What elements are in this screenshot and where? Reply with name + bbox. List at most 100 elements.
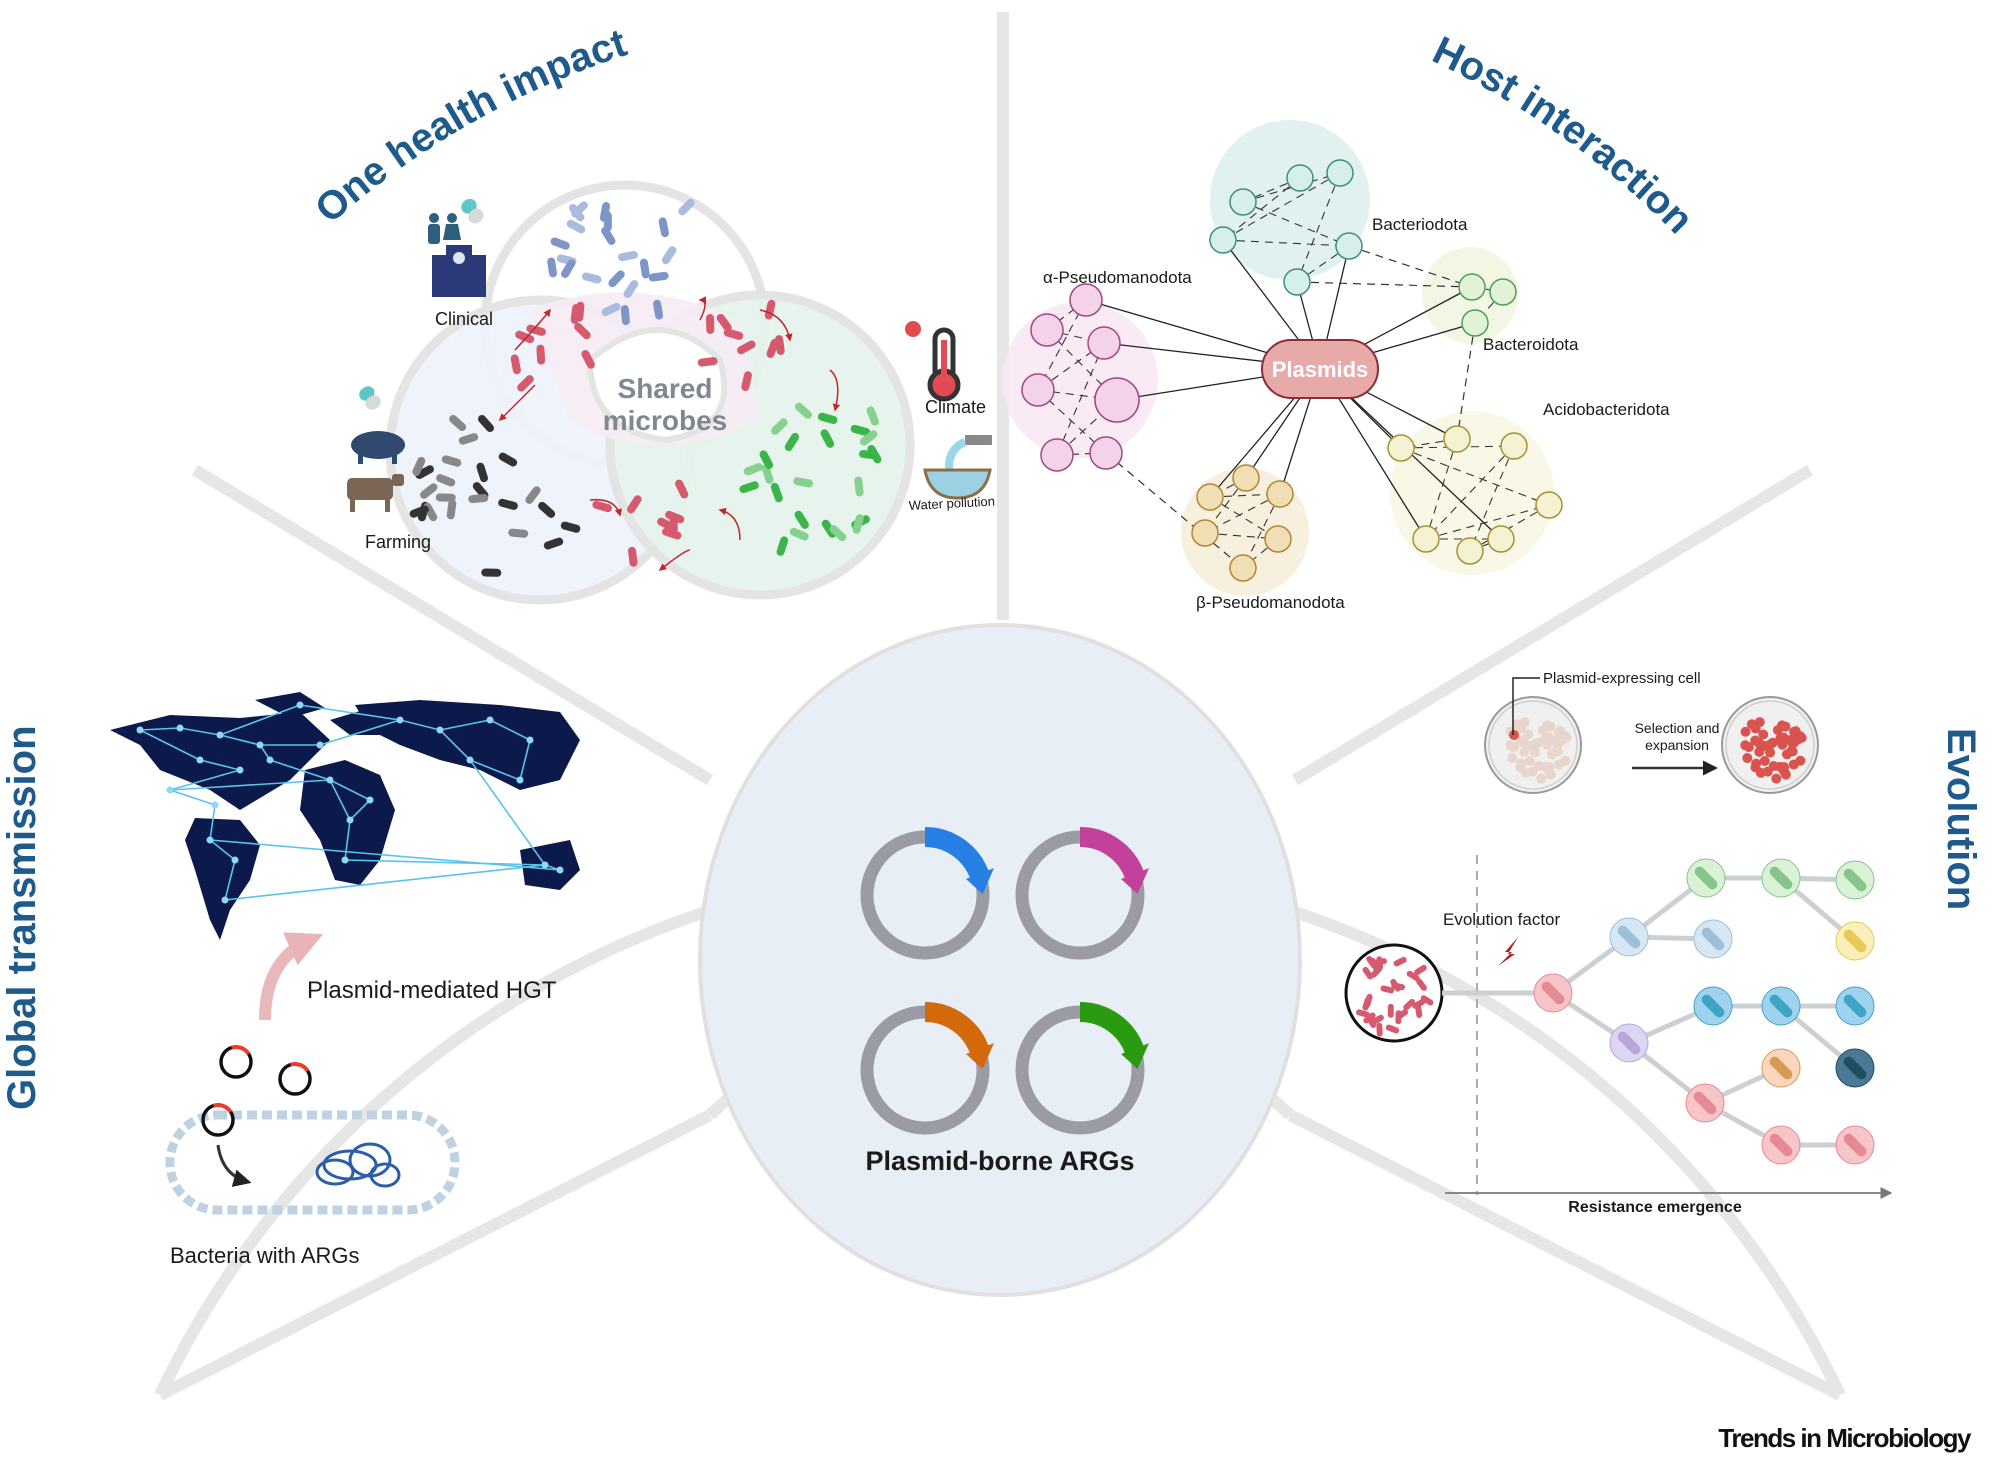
- host-node: [1456, 537, 1484, 565]
- colony: [1524, 756, 1535, 767]
- colony: [1778, 732, 1789, 743]
- bacterium: [1391, 982, 1406, 991]
- bacterium: [866, 406, 879, 426]
- transmission-node: [436, 726, 444, 734]
- transmission-route: [224, 859, 236, 901]
- center-panel: Plasmid-borne ARGs: [698, 623, 1302, 1297]
- lineage-bacterium: [1843, 868, 1867, 892]
- hgt-arrow: [259, 932, 324, 1021]
- host-node: [1191, 519, 1219, 547]
- bacterium: [1356, 1009, 1370, 1018]
- bacterium: [571, 201, 588, 218]
- transfer-arrow: [829, 369, 841, 412]
- label-farming: Farming: [365, 532, 431, 552]
- bacterium: [1393, 956, 1407, 967]
- bacterium: [560, 521, 581, 533]
- bacterium: [477, 415, 494, 432]
- intra-cluster-link: [1296, 172, 1341, 283]
- cluster-label-acidobacteridota: Acidobacteridota: [1543, 400, 1670, 419]
- transmission-node: [211, 801, 219, 809]
- host-node: [1458, 273, 1486, 301]
- bacterium: [498, 498, 518, 510]
- bacterium: [420, 483, 438, 499]
- transmission-node: [206, 836, 214, 844]
- intra-cluster-link: [1425, 445, 1515, 540]
- bacterium: [1376, 1022, 1383, 1037]
- bacterium: [525, 486, 541, 504]
- cluster-label-beta-pseudomanodota: β-Pseudomanodota: [1196, 593, 1345, 612]
- bacterium: [581, 272, 602, 284]
- lineage-bacterium: [1693, 1091, 1717, 1115]
- cell-pointer-line: [1512, 677, 1540, 735]
- colony: [1524, 740, 1535, 751]
- transmission-node: [526, 736, 534, 744]
- plasmids-hub-label: Plasmids: [1272, 357, 1369, 382]
- bacterium: [739, 481, 759, 494]
- bacterium: [1403, 998, 1416, 1011]
- host-node: [1326, 159, 1354, 187]
- colony: [1561, 732, 1572, 743]
- transmission-node: [136, 726, 144, 734]
- thermometer-icon: [927, 327, 961, 402]
- transmission-node: [326, 776, 334, 784]
- inter-cluster-link: [1456, 322, 1476, 440]
- intra-cluster-link: [1296, 245, 1350, 283]
- transfer-arrow: [658, 549, 691, 571]
- intra-cluster-link: [1204, 493, 1281, 534]
- arg-arrowhead: [1121, 868, 1149, 895]
- arg-arrowhead: [966, 868, 994, 895]
- transmission-route: [219, 734, 261, 746]
- bacterium: [498, 452, 518, 467]
- bacterium: [771, 418, 788, 435]
- plasmid-magenta: [1015, 827, 1149, 960]
- lineage-bacterium: [1769, 1056, 1793, 1080]
- arg-arrowhead: [966, 1043, 994, 1070]
- bacterium: [658, 217, 669, 238]
- bacterium: [675, 479, 689, 499]
- section-title-global-transmission: Global transmission: [0, 725, 44, 1110]
- bacterium: [854, 476, 864, 497]
- transfer-arrow: [759, 309, 793, 342]
- pill-icon-farming: [359, 386, 381, 410]
- label-hgt: Plasmid-mediated HGT: [307, 977, 557, 1004]
- transmission-node: [516, 776, 524, 784]
- bacterium: [784, 432, 800, 452]
- host-node: [1196, 483, 1224, 511]
- small-plasmids: [201, 1045, 312, 1137]
- intra-cluster-link: [1222, 239, 1350, 247]
- arg-gene-arc: [212, 1103, 233, 1114]
- host-node: [1040, 438, 1074, 472]
- colony: [1507, 753, 1518, 764]
- section-title-host-interaction: Host interaction: [1426, 28, 1701, 242]
- bacterium: [449, 415, 467, 431]
- bacterium: [581, 350, 595, 369]
- colony: [1553, 737, 1564, 748]
- continent: [520, 840, 580, 890]
- intra-cluster-link: [1425, 438, 1458, 540]
- frame-left-bottom: [157, 1109, 713, 1401]
- chromosome-icon: [315, 1142, 401, 1188]
- host-node: [1232, 464, 1260, 492]
- colony: [1762, 766, 1773, 777]
- bacterium: [592, 500, 612, 513]
- hospital-icon: [432, 245, 486, 297]
- insert-arrow: [216, 1144, 252, 1187]
- colony: [1758, 729, 1769, 740]
- bacterium: [608, 270, 625, 288]
- transmission-node: [166, 786, 174, 794]
- plasmid-green: [1015, 1002, 1149, 1135]
- transmission-route: [519, 739, 531, 781]
- bacterium: [829, 525, 847, 542]
- colony: [1740, 726, 1751, 737]
- bacterium: [789, 527, 809, 541]
- continent: [255, 692, 325, 718]
- colony: [1505, 740, 1516, 751]
- host-node: [1069, 283, 1103, 317]
- bacterium: [776, 536, 789, 556]
- bacterium: [737, 340, 756, 355]
- bacterium: [508, 528, 529, 538]
- divider-right: [1291, 464, 1814, 786]
- transmission-route: [349, 799, 371, 821]
- bacterium: [618, 250, 638, 262]
